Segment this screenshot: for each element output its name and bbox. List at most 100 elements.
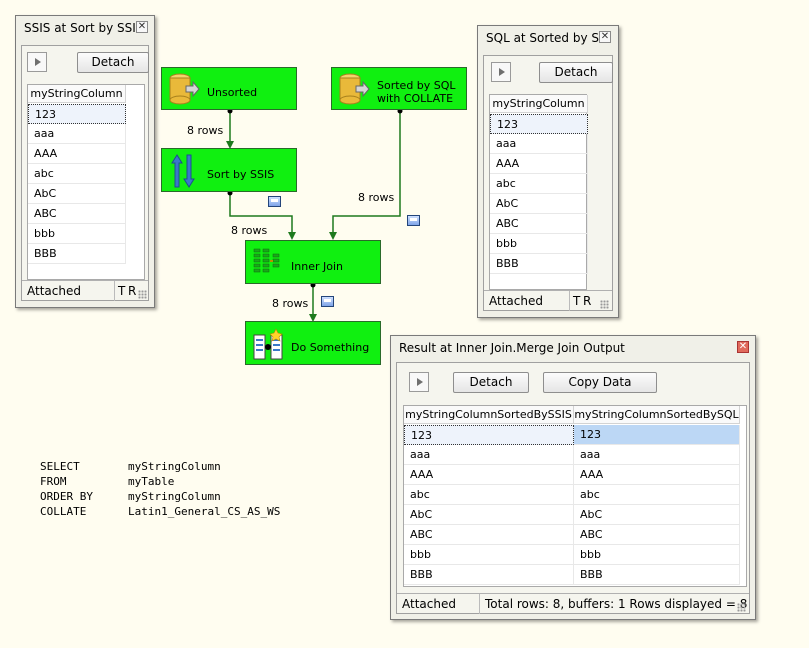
viewer-panel: Detach Copy Data myStringColumnSortedByS… — [396, 362, 750, 614]
grid-cell[interactable]: bbb — [404, 545, 574, 565]
status-attached: Attached — [27, 284, 81, 298]
data-grid[interactable]: myStringColumn 123 aaa AAA abc AbC ABC b… — [489, 94, 588, 290]
detach-button[interactable]: Detach — [77, 52, 149, 73]
sql-value: Latin1_General_CS_AS_WS — [128, 505, 281, 518]
data-viewer-sorted-sql[interactable]: SQL at Sorted by S... ✕ Detach myStringC… — [477, 25, 619, 318]
sql-keyword: FROM — [40, 475, 67, 488]
grid-cell[interactable]: BBB — [574, 565, 740, 585]
grid-cell[interactable]: AbC — [490, 194, 588, 214]
play-icon[interactable] — [491, 62, 511, 82]
component-label: Unsorted — [207, 86, 258, 99]
component-sort-by-ssis[interactable]: Sort by SSIS — [161, 148, 297, 192]
status-t: T — [114, 281, 125, 301]
column-header[interactable]: myStringColumn — [490, 95, 588, 113]
component-sorted-by-sql[interactable]: Sorted by SQL with COLLATE — [331, 67, 467, 110]
status-r: R — [128, 284, 137, 298]
status-summary: Total rows: 8, buffers: 1 Rows displayed… — [479, 594, 747, 614]
grid-cell[interactable]: aaa — [404, 445, 574, 465]
grid-cell[interactable]: AbC — [574, 505, 740, 525]
resize-grip-icon[interactable] — [138, 290, 147, 299]
grid-cell[interactable]: BBB — [490, 254, 588, 274]
grid-cell[interactable]: aaa — [490, 134, 588, 154]
grid-cell[interactable]: 123 — [574, 425, 740, 445]
data-viewer-merge-join-output[interactable]: Result at Inner Join.Merge Join Output ✕… — [390, 335, 756, 620]
data-grid[interactable]: myStringColumn 123 aaa AAA abc AbC ABC b… — [27, 84, 145, 280]
grid-cell[interactable]: BBB — [28, 244, 126, 264]
data-viewer-icon[interactable] — [321, 296, 334, 307]
close-icon[interactable]: ✕ — [737, 341, 749, 353]
grid-cell[interactable]: AAA — [574, 465, 740, 485]
close-icon[interactable]: ✕ — [136, 21, 148, 33]
grid-cell[interactable]: 123 — [404, 425, 574, 445]
component-label: Do Something — [291, 341, 370, 354]
grid-cell[interactable]: aaa — [28, 124, 126, 144]
viewer-title: Result at Inner Join.Merge Join Output — [399, 341, 625, 355]
viewer-title: SSIS at Sort by SSI... — [24, 21, 148, 35]
data-grid[interactable]: myStringColumnSortedBySSIS myStringColum… — [403, 405, 747, 587]
grid-cell[interactable]: abc — [490, 174, 588, 194]
grid-cell[interactable]: bbb — [28, 224, 126, 244]
data-viewer-sort-ssis[interactable]: SSIS at Sort by SSI... ✕ Detach myString… — [15, 15, 155, 308]
path-label-unsorted: 8 rows — [187, 124, 224, 137]
column-header[interactable]: myStringColumnSortedBySSIS — [404, 406, 574, 424]
grid-cell[interactable]: ABC — [574, 525, 740, 545]
component-label: Inner Join — [291, 260, 343, 273]
status-t: T — [569, 291, 580, 311]
status-bar: Attached Total rows: 8, buffers: 1 Rows … — [397, 593, 749, 614]
grid-cell[interactable]: abc — [574, 485, 740, 505]
resize-grip-icon[interactable] — [600, 300, 609, 309]
play-icon[interactable] — [409, 372, 429, 392]
copy-data-button[interactable]: Copy Data — [543, 372, 657, 393]
grid-cell[interactable]: 123 — [490, 114, 588, 134]
sql-value: myTable — [128, 475, 175, 488]
grid-cell[interactable]: abc — [404, 485, 574, 505]
path-label-sql-join: 8 rows — [358, 191, 395, 204]
component-label-line2: with COLLATE — [377, 92, 454, 105]
path-sort-to-join — [229, 192, 296, 240]
component-label-line1: Sorted by SQL — [377, 79, 456, 92]
grid-cell[interactable]: ABC — [490, 214, 588, 234]
sql-keyword: SELECT — [40, 460, 80, 473]
grid-cell[interactable]: aaa — [574, 445, 740, 465]
component-unsorted[interactable]: Unsorted — [161, 67, 297, 110]
component-do-something[interactable]: Do Something — [245, 321, 381, 365]
column-header[interactable]: myStringColumn — [28, 85, 126, 103]
grid-cell[interactable]: 123 — [28, 104, 126, 124]
script-component-icon — [253, 328, 283, 360]
status-bar: Attached T R — [22, 280, 148, 301]
database-source-icon — [339, 73, 370, 105]
grid-cell[interactable]: bbb — [574, 545, 740, 565]
grid-cell[interactable]: ABC — [28, 204, 126, 224]
status-attached: Attached — [489, 294, 543, 308]
viewer-panel: Detach myStringColumn 123 aaa AAA abc Ab… — [483, 55, 613, 311]
grid-cell[interactable]: AAA — [28, 144, 126, 164]
sql-value: myStringColumn — [128, 490, 221, 503]
grid-cell[interactable]: AbC — [28, 184, 126, 204]
grid-cell[interactable]: BBB — [404, 565, 574, 585]
merge-join-icon — [253, 248, 280, 273]
grid-cell[interactable]: bbb — [490, 234, 588, 254]
component-label: Sort by SSIS — [207, 168, 275, 181]
grid-cell[interactable]: AAA — [404, 465, 574, 485]
sql-value: myStringColumn — [128, 460, 221, 473]
resize-grip-icon[interactable] — [737, 603, 746, 612]
status-r: R — [583, 294, 592, 308]
sort-icon — [171, 154, 195, 188]
grid-cell[interactable]: AbC — [404, 505, 574, 525]
viewer-panel: Detach myStringColumn 123 aaa AAA abc Ab… — [21, 45, 149, 301]
grid-cell[interactable]: AAA — [490, 154, 588, 174]
sql-keyword: COLLATE — [40, 505, 87, 518]
close-icon[interactable]: ✕ — [599, 31, 611, 43]
detach-button[interactable]: Detach — [539, 62, 613, 83]
data-viewer-icon[interactable] — [268, 196, 281, 207]
data-viewer-icon[interactable] — [407, 215, 420, 226]
viewer-title: SQL at Sorted by S... — [486, 31, 611, 45]
grid-cell[interactable]: abc — [28, 164, 126, 184]
path-sql-to-join — [329, 110, 401, 240]
column-header[interactable]: myStringColumnSortedBySQL — [574, 406, 740, 424]
grid-cell[interactable]: ABC — [404, 525, 574, 545]
component-inner-join[interactable]: Inner Join — [245, 240, 381, 284]
detach-button[interactable]: Detach — [453, 372, 529, 393]
play-icon[interactable] — [27, 52, 47, 72]
